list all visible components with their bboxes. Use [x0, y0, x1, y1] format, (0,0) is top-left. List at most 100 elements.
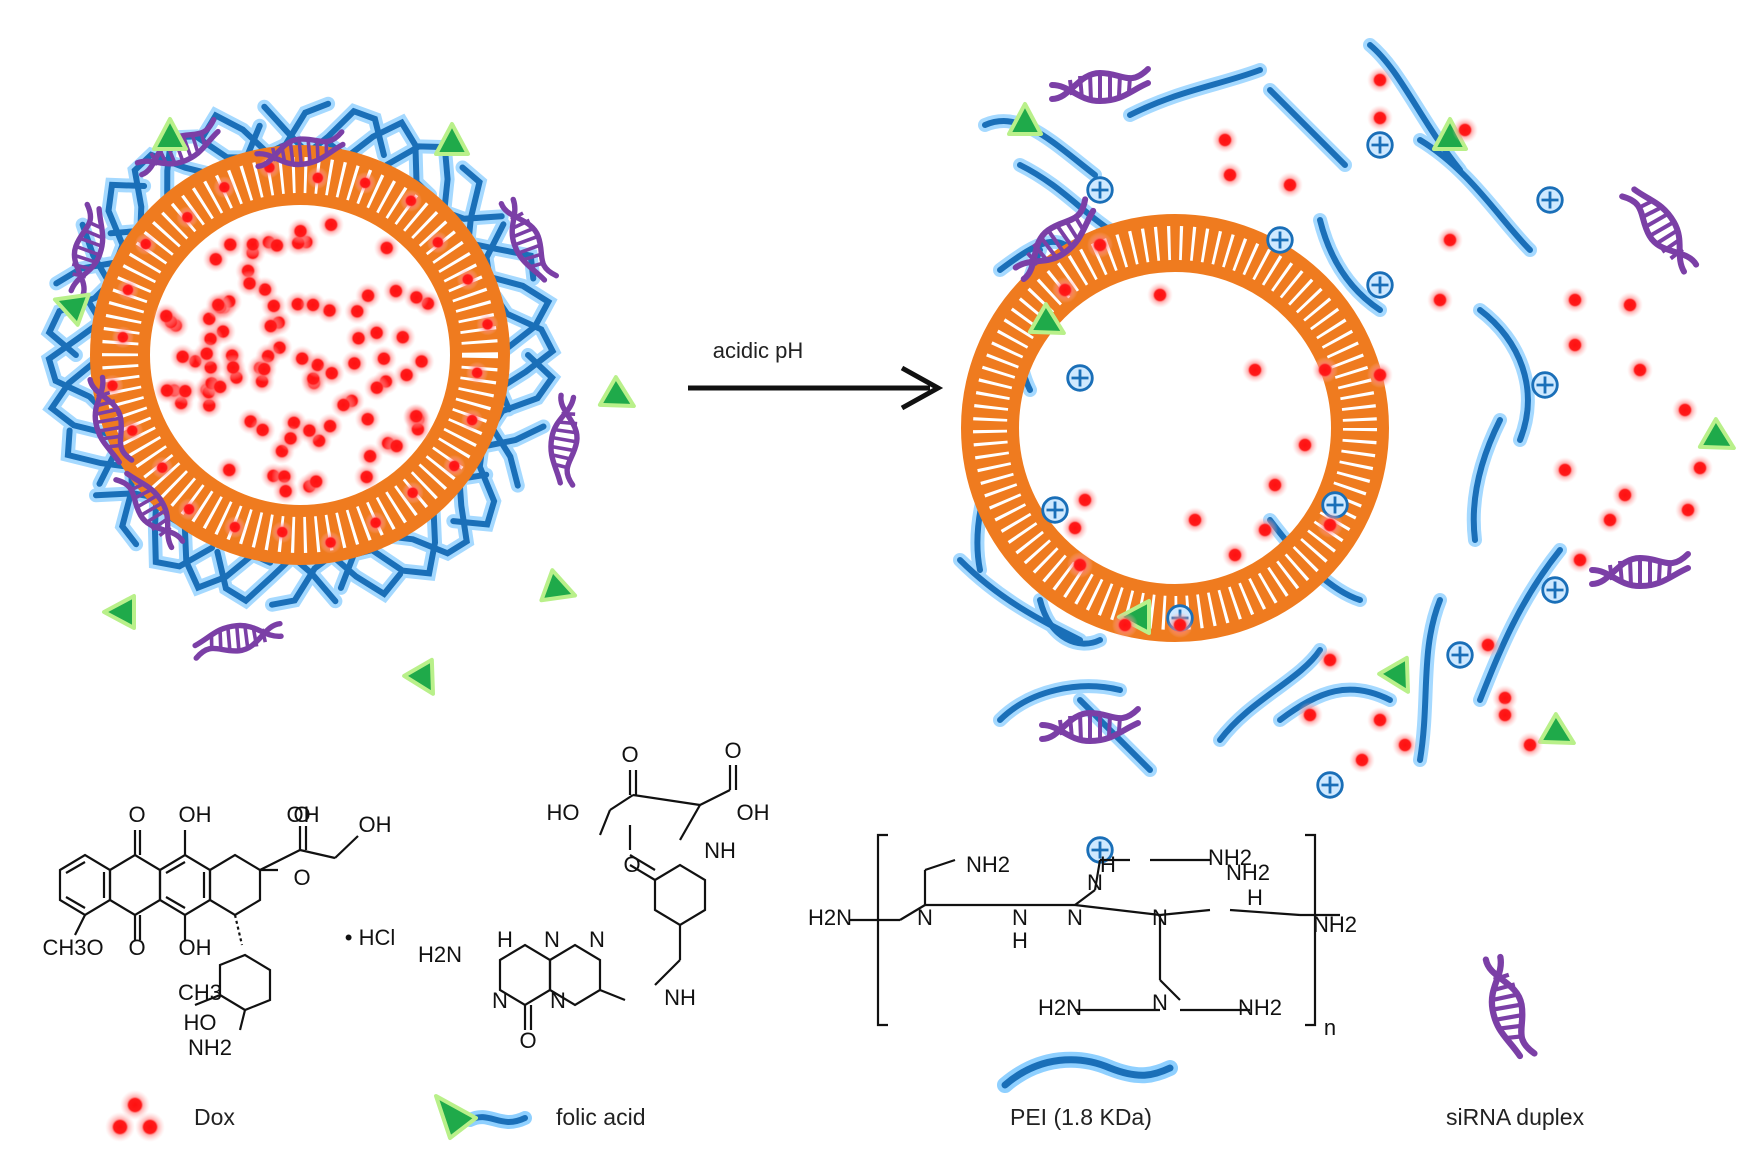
- dox-molecule: [1427, 287, 1453, 313]
- dox-molecule: [1627, 357, 1653, 383]
- legend-dox-icon: [105, 1090, 165, 1142]
- dox-molecule: [1687, 455, 1713, 481]
- dox-molecule: [271, 521, 294, 544]
- dox-molecule: [223, 516, 246, 539]
- dox-molecule: [1317, 647, 1343, 673]
- dox-molecule: [1182, 507, 1208, 533]
- dox-molecule: [1567, 547, 1593, 573]
- dox-molecule: [399, 189, 422, 212]
- dox-molecule: [277, 425, 304, 452]
- dox-molecule: [116, 278, 139, 301]
- pei-strand: [1417, 597, 1443, 763]
- folate-ligand: [102, 594, 136, 630]
- pei-strand: [1470, 417, 1503, 543]
- folic-atom-label: O: [623, 852, 640, 877]
- legend-sirna-label: siRNA duplex: [1446, 1104, 1585, 1130]
- dox-molecule: [1367, 362, 1393, 388]
- dox-atom-label: OH: [179, 802, 212, 827]
- dox-molecule: [1147, 282, 1173, 308]
- dox-molecule: [354, 406, 381, 433]
- dox-molecule: [1349, 747, 1375, 773]
- dox-molecule: [1087, 232, 1113, 258]
- dox-molecule: [153, 377, 180, 404]
- dox-molecule: [1062, 515, 1088, 541]
- pei-atom-label: H: [1100, 852, 1116, 877]
- dox-molecule: [178, 498, 201, 521]
- folic-atom-label: OH: [737, 800, 770, 825]
- dox-molecule: [426, 231, 449, 254]
- dox-atom-label: O: [128, 802, 145, 827]
- legend-pei-label: PEI (1.8 KDa): [1010, 1104, 1152, 1130]
- positive-charge-icon: [1086, 176, 1114, 204]
- folate-ligand: [597, 375, 644, 422]
- folate-ligand: [402, 657, 449, 704]
- dox-molecule: [1612, 482, 1638, 508]
- folate-ligand: [434, 122, 470, 156]
- dox-atom-label: OH: [359, 812, 392, 837]
- pei-strand: [1077, 697, 1153, 773]
- dox-molecule: [1212, 127, 1238, 153]
- dox-molecule: [134, 233, 157, 256]
- pei-strand: [450, 423, 547, 528]
- dox-molecule: [1292, 432, 1318, 458]
- folic-atom-label: O: [519, 1028, 536, 1053]
- pei-atom-label: N: [1067, 905, 1083, 930]
- dox-molecule: [236, 270, 263, 297]
- dox-molecule: [1217, 162, 1243, 188]
- positive-charge-icon: [1366, 131, 1394, 159]
- dox-atom-label: CH3: [178, 980, 222, 1005]
- dox-molecule: [205, 291, 232, 318]
- legend-pei-icon: [997, 1051, 1178, 1093]
- folic-atom-label: N: [589, 927, 605, 952]
- folic-atom-label: H: [497, 927, 513, 952]
- dox-molecule: [1052, 277, 1078, 303]
- sirna-duplex: [544, 395, 587, 485]
- dox-molecule: [382, 278, 409, 305]
- folic-atom-label: O: [621, 742, 638, 767]
- pei-strand: [1477, 547, 1563, 703]
- dox-molecule: [401, 481, 424, 504]
- dox-molecule: [169, 343, 196, 370]
- dox-molecule: [249, 416, 276, 443]
- dox-molecule: [1672, 397, 1698, 423]
- pei-atom-label: H: [1012, 928, 1028, 953]
- dox-molecule: [1517, 732, 1543, 758]
- dox-molecule: [1317, 512, 1343, 538]
- pei-strand: [1217, 647, 1323, 743]
- dox-molecule: [263, 232, 290, 259]
- positive-charge-icon: [1531, 371, 1559, 399]
- pei-atom-label: H2N: [1038, 995, 1082, 1020]
- dox-molecule: [289, 345, 316, 372]
- dox-atom-label: O: [293, 802, 310, 827]
- legend-sirna-icon: [1484, 954, 1535, 1059]
- dox-molecule: [1277, 172, 1303, 198]
- pei-strand: [1017, 162, 1113, 233]
- dox-molecule: [1562, 332, 1588, 358]
- pei-strand: [1317, 217, 1383, 313]
- legend: Dox folic acid PEI (1.8 KDa) siRNA duple…: [105, 954, 1585, 1142]
- dox-molecule: [1242, 357, 1268, 383]
- dox-molecule: [383, 433, 410, 460]
- dox-molecule: [153, 303, 180, 330]
- dox-molecule: [456, 268, 479, 291]
- dox-molecule: [318, 211, 345, 238]
- positive-charge-icon: [1366, 271, 1394, 299]
- pei-atom-label: N: [917, 905, 933, 930]
- pei-strand: [488, 352, 556, 489]
- dox-molecule: [1562, 287, 1588, 313]
- sirna-duplex: [1052, 69, 1148, 101]
- folic-atom-label: N: [544, 927, 560, 952]
- dox-molecule: [1067, 552, 1093, 578]
- pei-atom-label: N: [1152, 990, 1168, 1015]
- folic-atom-label: H2N: [418, 942, 462, 967]
- folic-atom-label: HO: [547, 800, 580, 825]
- dox-molecule: [1452, 117, 1478, 143]
- dox-molecule: [403, 403, 430, 430]
- pei-atom-label: H2N: [808, 905, 852, 930]
- pei-strand: [383, 143, 505, 222]
- transition-arrow: acidic pH: [688, 338, 944, 411]
- pei-atom-label: N: [1152, 905, 1168, 930]
- dox-molecule: [354, 171, 377, 194]
